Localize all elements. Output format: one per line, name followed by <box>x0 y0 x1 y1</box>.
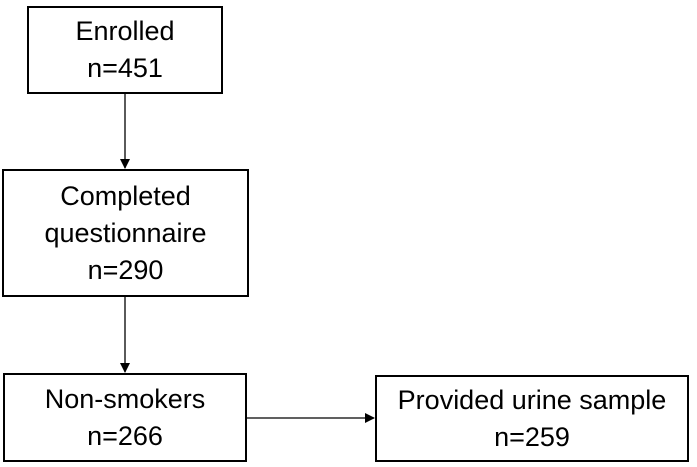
box-provided-urine-sample: Provided urine sample n=259 <box>375 375 689 462</box>
box-enrolled: Enrolled n=451 <box>27 6 223 94</box>
box-completed-questionnaire: Completed questionnaire n=290 <box>2 169 249 297</box>
non-smokers-count: n=266 <box>87 420 163 451</box>
urine-label: Provided urine sample <box>397 384 667 415</box>
box-non-smokers: Non-smokers n=266 <box>3 373 247 462</box>
completed-label-line1: Completed <box>60 180 191 211</box>
urine-count: n=259 <box>494 421 570 452</box>
enrolled-label: Enrolled <box>75 16 175 46</box>
enrolled-count: n=451 <box>87 53 163 83</box>
completed-label-line2: questionnaire <box>44 217 207 248</box>
completed-count: n=290 <box>87 254 164 285</box>
non-smokers-label: Non-smokers <box>44 383 206 414</box>
